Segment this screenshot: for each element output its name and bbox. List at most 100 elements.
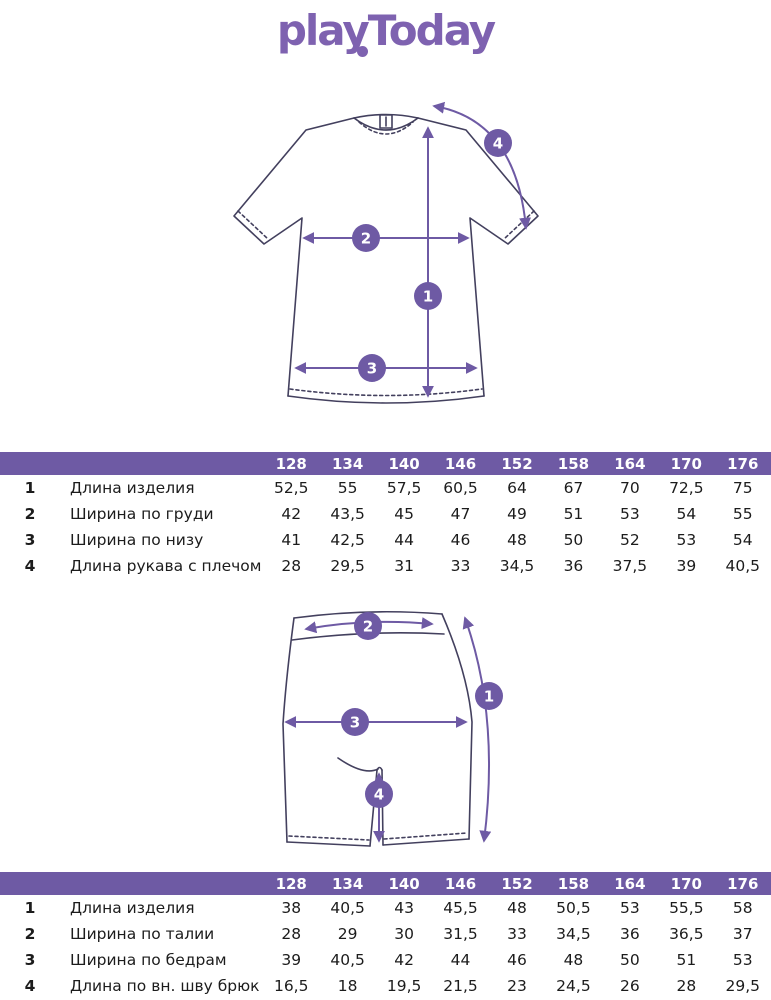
row-label: Ширина по талии (70, 925, 215, 943)
size-value-cell: 53 (620, 899, 640, 917)
front-seam-curve (336, 757, 379, 772)
size-value-cell: 51 (676, 951, 697, 969)
size-value-cell: 29,5 (725, 977, 761, 995)
size-value-cell: 26 (620, 977, 640, 995)
size-header-cell: 176 (727, 874, 759, 893)
row-label: Ширина по груди (70, 505, 214, 523)
size-value-cell: 38 (281, 899, 302, 917)
table-row: 1 Длина изделия 38 40,5 43 45,5 48 50,5 … (0, 895, 771, 921)
size-value-cell: 52 (620, 531, 640, 549)
size-value-cell: 43,5 (330, 505, 365, 523)
table-row: 3 Ширина по бедрам 39 40,5 42 44 46 48 5… (0, 947, 771, 973)
size-header-cell: 140 (388, 874, 420, 893)
right-shoulder-sleeve (416, 117, 539, 397)
size-value-cell: 36 (620, 925, 640, 943)
size-value-cell: 29 (337, 925, 358, 943)
size-value-cell: 33 (507, 925, 527, 943)
shorts-diagram: 1 2 3 4 (0, 598, 771, 866)
size-header-cell: 176 (727, 454, 759, 473)
size-value-cell: 28 (676, 977, 697, 995)
size-value-cell: 30 (394, 925, 414, 943)
size-header-cell: 128 (275, 454, 307, 473)
size-value-cell: 42,5 (330, 531, 365, 549)
size-value-cell: 40,5 (725, 557, 761, 575)
size-value-cell: 42 (394, 951, 414, 969)
size-value-cell: 75 (732, 479, 753, 497)
size-value-cell: 46 (450, 531, 471, 549)
size-value-cell: 29,5 (330, 557, 365, 575)
left-hem-stitch (287, 835, 370, 841)
size-value-cell: 55 (337, 479, 358, 497)
marker-2-badge (351, 224, 380, 252)
size-value-cell: 40,5 (330, 951, 365, 969)
table-row: 2 Ширина по талии 28 29 30 31,5 33 34,5 … (0, 921, 771, 947)
size-value-cell: 50 (620, 951, 640, 969)
size-value-cell: 55 (732, 505, 753, 523)
left-side-seam (281, 617, 295, 843)
size-value-cell: 19,5 (386, 977, 422, 995)
row-label: Длина изделия (70, 899, 195, 917)
size-header-cell: 134 (332, 874, 364, 893)
header: playToday (0, 6, 771, 57)
shorts-outline (281, 610, 473, 847)
table-row: 1 Длина изделия 52,5 55 57,5 60,5 64 67 … (0, 475, 771, 501)
size-value-cell: 46 (507, 951, 527, 969)
size-value-cell: 67 (563, 479, 584, 497)
marker-2-badge (353, 612, 382, 640)
marker-3-label: 3 (349, 714, 359, 732)
marker-1-badge (474, 682, 503, 710)
shorts-measurements (283, 616, 491, 843)
tshirt-diagram: 1 2 3 4 (0, 96, 771, 428)
right-hem-stitch (382, 832, 468, 840)
size-value-cell: 53 (732, 951, 753, 969)
tshirt-outline (232, 113, 539, 404)
size-value-cell: 44 (450, 951, 471, 969)
size-value-cell: 48 (563, 951, 584, 969)
right-leg-hem (381, 838, 470, 846)
left-cuff-stitch (236, 210, 269, 240)
size-header-cell: 146 (444, 874, 477, 893)
row-label: Ширина по бедрам (70, 951, 227, 969)
size-header-cell: 170 (670, 454, 702, 473)
tshirt-size-header-row: 128 134 140 146 152 158 164 170 176 (0, 452, 771, 475)
row-label: Длина изделия (70, 479, 195, 497)
marker-2-label: 2 (360, 230, 370, 248)
left-leg-hem (285, 841, 371, 847)
size-value-cell: 60,5 (443, 479, 478, 497)
size-value-cell: 44 (394, 531, 414, 549)
table-row: 4 Длина по вн. шву брюк 16,5 18 19,5 21,… (0, 973, 771, 999)
bottom-hem-stitch (288, 388, 483, 397)
marker-4-badge (364, 780, 393, 808)
marker-2-label: 2 (362, 618, 372, 636)
shorts-size-header-row: 128 134 140 146 152 158 164 170 176 (0, 872, 771, 895)
size-value-cell: 36 (563, 557, 584, 575)
size-value-cell: 57,5 (386, 479, 422, 497)
size-value-cell: 50 (563, 531, 584, 549)
row-number: 3 (24, 951, 36, 969)
marker-3-badge (340, 708, 369, 736)
left-shoulder-sleeve (232, 117, 355, 397)
size-value-cell: 53 (676, 531, 697, 549)
size-value-cell: 16,5 (273, 977, 309, 995)
logo-dot-icon (356, 46, 368, 57)
table-row: 4 Длина рукава с плечом 28 29,5 31 33 34… (0, 553, 771, 579)
row-number: 4 (24, 557, 36, 575)
row-number: 1 (24, 899, 36, 917)
size-header-cell: 134 (332, 454, 364, 473)
shorts-drawing: 1 2 3 4 (281, 610, 503, 847)
size-value-cell: 47 (450, 505, 471, 523)
size-header-cell: 158 (557, 454, 590, 473)
size-value-cell: 37,5 (612, 557, 648, 575)
size-value-cell: 33 (450, 557, 471, 575)
size-value-cell: 72,5 (669, 479, 704, 497)
size-value-cell: 70 (620, 479, 640, 497)
size-value-cell: 31 (394, 557, 414, 575)
table-row: 3 Ширина по низу 41 42,5 44 46 48 50 52 … (0, 527, 771, 553)
size-value-cell: 43 (394, 899, 414, 917)
size-header-cell: 146 (444, 454, 477, 473)
size-value-cell: 64 (507, 479, 527, 497)
size-value-cell: 36,5 (669, 925, 704, 943)
size-value-cell: 18 (337, 977, 358, 995)
bottom-hem (286, 395, 485, 404)
marker-4-badge (483, 129, 512, 157)
